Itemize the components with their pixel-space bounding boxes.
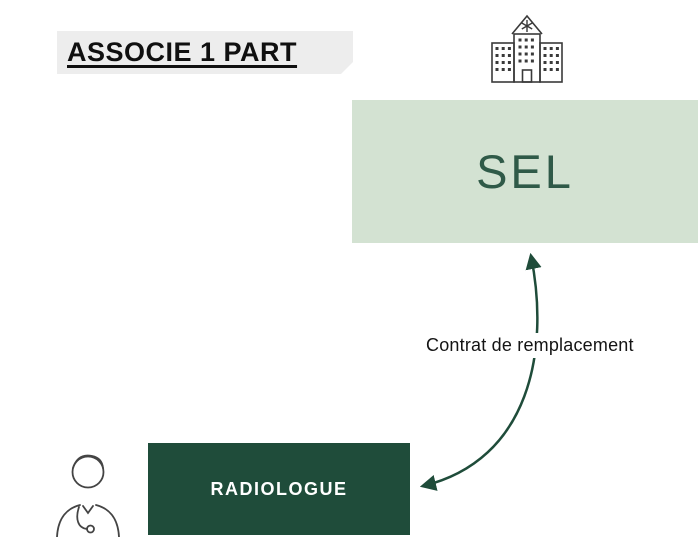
sel-label: SEL xyxy=(476,145,574,198)
doctor-head xyxy=(71,455,105,489)
hospital-right-wing xyxy=(539,42,563,83)
sel-box: SEL xyxy=(352,100,698,243)
doctor-collar xyxy=(82,505,94,515)
doctor-left-shoulder xyxy=(56,504,81,537)
hospital-windows xyxy=(495,38,559,71)
hospital-asterisk xyxy=(521,20,533,32)
hospital-left-wing xyxy=(491,42,515,83)
page-title: ASSOCIE 1 PART xyxy=(67,37,298,67)
hospital-roof xyxy=(511,14,543,35)
radiologue-box: RADIOLOGUE xyxy=(148,443,410,535)
radiologue-label: RADIOLOGUE xyxy=(210,478,348,499)
title-plate: ASSOCIE 1 PART xyxy=(57,31,353,74)
doctor-right-shoulder xyxy=(95,504,120,537)
hospital-icon xyxy=(487,10,567,88)
doctor-stethoscope-tube xyxy=(76,506,88,530)
contract-arrow-path xyxy=(419,252,542,491)
hospital-door xyxy=(521,69,533,83)
doctor-stethoscope-bell xyxy=(86,524,95,534)
contract-label: Contrat de remplacement xyxy=(422,333,638,358)
doctor-hair xyxy=(72,454,104,469)
doctor-icon xyxy=(50,447,126,537)
